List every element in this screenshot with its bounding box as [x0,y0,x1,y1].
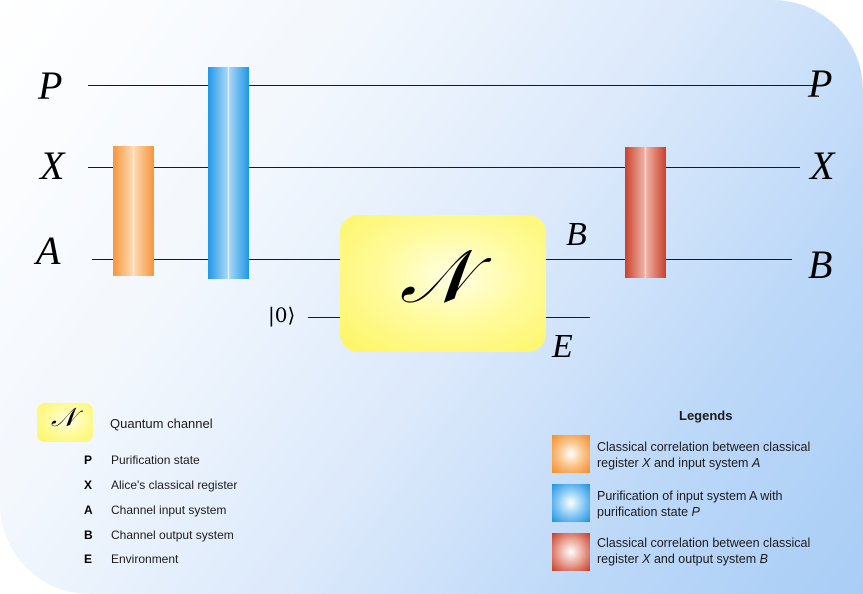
legend-text-p: Purification state [111,453,200,467]
legend-orange-line2: register X and input system A [597,455,760,471]
purification-gate-ap [208,67,249,279]
label-right-b: B [808,242,833,287]
legend-key-b: B [84,528,93,542]
legend-title: Legends [679,408,733,423]
legend-swatch-orange [552,435,590,473]
label-right-p: P [808,61,833,106]
legend-red-text-2: and output system [650,552,760,566]
legend-text-b: Channel output system [111,528,234,542]
legend-orange-text: register [597,456,643,470]
wire-x [88,167,800,168]
legend-swatch-red [552,533,590,571]
legend-text-x: Alice's classical register [111,478,238,492]
legend-red-var-b: B [759,552,768,566]
legend-key-x: X [84,478,93,492]
legend-text-e: Environment [111,552,179,566]
wire-p [88,85,820,86]
wire-ancilla [308,317,340,318]
legend-blue-line1: Purification of input system A with [597,489,783,503]
legend-blue-line2: purification state P [597,504,700,520]
legend-swatch-blue [552,484,590,522]
legend-text-a: Channel input system [111,503,227,517]
label-left-x: X [40,143,65,188]
quantum-channel-box [340,215,546,352]
legend-blue-var-p: P [691,505,700,519]
legend-channel-swatch [37,403,93,442]
label-output-b: B [566,216,587,253]
legend-orange-var-x: X [642,456,651,470]
legend-channel-symbol: 𝒩 [51,403,76,433]
wire-e [546,317,590,318]
legend-orange-text-2: and input system [650,456,752,470]
ancilla-ket: |0⟩ [268,303,296,327]
legend-blue-text: purification state [597,505,692,519]
label-right-x: X [810,143,835,188]
correlation-gate-xb [625,147,666,278]
label-left-p: P [38,63,63,108]
legend-orange-var-a: A [751,456,761,470]
label-left-a: A [36,228,61,273]
legend-key-e: E [84,552,93,566]
legend-red-line2: register X and output system B [597,551,768,567]
label-output-e: E [552,328,573,365]
legend-red-text: register [597,552,643,566]
legend-key-p: P [84,453,93,467]
legend-red-var-x: X [642,552,651,566]
legend-channel-label: Quantum channel [110,416,213,431]
channel-symbol: 𝒩 [400,234,471,320]
correlation-gate-xa [113,146,154,276]
wire-b [546,259,792,260]
legend-red-line1: Classical correlation between classical [597,536,811,550]
legend-key-a: A [84,503,93,517]
legend-orange-line1: Classical correlation between classical [597,440,811,454]
